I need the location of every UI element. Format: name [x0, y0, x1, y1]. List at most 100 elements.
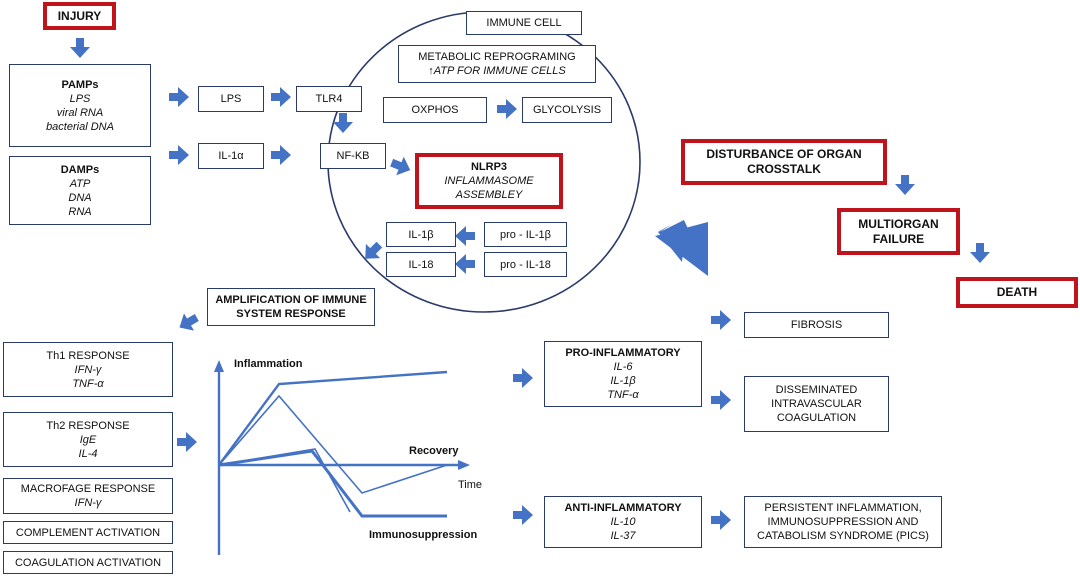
immune-cell-label: IMMUNE CELL	[486, 17, 562, 29]
oxphos-label: OXPHOS	[411, 104, 459, 116]
organ-crosstalk-line1: DISTURBANCE OF ORGAN	[706, 147, 862, 161]
glycolysis-box: GLYCOLYSIS	[522, 97, 612, 123]
arrow-pamps-lps	[169, 87, 189, 107]
pro-inflammatory-item: TNF-α	[607, 389, 639, 401]
anti-inflammatory-box: ANTI-INFLAMMATORY IL-10 IL-37	[544, 496, 702, 548]
nlrp3-line2: INFLAMMASOME	[444, 175, 534, 187]
tlr4-box: TLR4	[296, 86, 362, 112]
arrow-il-out	[358, 237, 387, 266]
pics-line3: CATABOLISM SYNDROME (PICS)	[757, 530, 929, 542]
lps-label: LPS	[220, 93, 242, 105]
fibrosis-label: FIBROSIS	[790, 319, 843, 331]
pics-box: PERSISTENT INFLAMMATION, IMMUNOSUPPRESSI…	[744, 496, 942, 548]
pamps-item: viral RNA	[56, 106, 104, 119]
metabolic-line1: METABOLIC REPROGRAMING	[418, 51, 576, 63]
multiorgan-box: MULTIORGAN FAILURE	[837, 208, 960, 255]
il1b-box: IL-1β	[386, 222, 456, 247]
nfkb-label: NF-KB	[336, 150, 370, 162]
arrow-injury-pamps	[70, 38, 90, 58]
metabolic-box: METABOLIC REPROGRAMING ↑ATP FOR IMMUNE C…	[398, 45, 596, 83]
nlrp3-box: NLRP3 INFLAMMASOME ASSEMBLEY	[415, 153, 563, 209]
il18-label: IL-18	[408, 258, 434, 271]
graph-x-axis-head	[458, 460, 470, 470]
pro-il18-label: pro - IL-18	[500, 258, 551, 271]
th1-item: IFN-γ	[74, 363, 102, 376]
arrow-multiorgan-death	[970, 243, 990, 263]
pro-inflammatory-title: PRO-INFLAMMATORY	[565, 347, 681, 359]
fibrosis-box: FIBROSIS	[744, 312, 889, 338]
graph-curve-persistent	[218, 370, 448, 466]
graph-label-inflammation: Inflammation	[234, 358, 303, 370]
arrow-damps-il1a	[169, 145, 189, 165]
damps-item: DNA	[68, 191, 92, 204]
arrow-oxphos-glycolysis	[497, 99, 517, 119]
graph-curve-immunosuppression-1	[218, 449, 447, 518]
metabolic-line2: ↑ATP FOR IMMUNE CELLS	[428, 65, 566, 77]
dic-line3: COAGULATION	[776, 412, 857, 424]
multiorgan-line2: FAILURE	[872, 231, 925, 246]
graph-label-immunosuppression: Immunosuppression	[369, 529, 478, 541]
coagulation-label: COAGULATION ACTIVATION	[14, 556, 162, 569]
arrow-pro-fibrosis	[711, 310, 731, 330]
death-box: DEATH	[956, 277, 1078, 308]
anti-inflammatory-title: ANTI-INFLAMMATORY	[564, 502, 682, 514]
arrow-organ-multiorgan	[895, 175, 915, 195]
organ-crosstalk-box: DISTURBANCE OF ORGAN CROSSTALK	[681, 139, 887, 185]
il1a-box: IL-1α	[198, 143, 264, 169]
damps-item: ATP	[69, 177, 91, 190]
macrophage-title: MACROFAGE RESPONSE	[20, 483, 156, 495]
complement-label: COMPLEMENT ACTIVATION	[15, 526, 161, 539]
il1a-label: IL-1α	[218, 150, 244, 162]
pro-inflammatory-item: IL-6	[613, 361, 633, 373]
amplification-line1: AMPLIFICATION OF IMMUNE	[215, 294, 367, 306]
arrow-anti-pics	[711, 510, 731, 530]
pics-line1: PERSISTENT INFLAMMATION,	[764, 502, 922, 514]
graph-label-recovery: Recovery	[409, 445, 459, 457]
th2-item: IL-4	[78, 447, 98, 460]
th1-item: TNF-α	[72, 377, 104, 390]
pro-il1b-box: pro - IL-1β	[484, 222, 567, 247]
arrow-graph-anti	[513, 505, 533, 525]
injury-box: INJURY	[43, 2, 116, 30]
anti-inflammatory-item: IL-37	[610, 530, 636, 542]
th2-box: Th2 RESPONSE IgE IL-4	[3, 412, 173, 467]
pro-inflammatory-box: PRO-INFLAMMATORY IL-6 IL-1β TNF-α	[544, 341, 702, 407]
lps-box: LPS	[198, 86, 264, 112]
pamps-box: PAMPs LPS viral RNA bacterial DNA	[9, 64, 151, 147]
il18-box: IL-18	[386, 252, 456, 277]
organ-crosstalk-line2: CROSSTALK	[747, 162, 821, 176]
damps-box: DAMPs ATP DNA RNA	[9, 156, 151, 225]
il1b-label: IL-1β	[408, 228, 434, 241]
multiorgan-line1: MULTIORGAN	[858, 216, 939, 231]
nfkb-box: NF-KB	[320, 143, 386, 169]
arrow-amplification-th1	[174, 308, 202, 337]
injury-label: INJURY	[57, 8, 102, 23]
pamps-item: LPS	[69, 92, 91, 105]
pro-il18-box: pro - IL-18	[484, 252, 567, 277]
arrow-lps-tlr4	[271, 87, 291, 107]
pics-line2: IMMUNOSUPPRESSION AND	[767, 516, 919, 528]
dic-box: DISSEMINATED INTRAVASCULAR COAGULATION	[744, 376, 889, 432]
graph-curve-recovery	[218, 394, 448, 494]
oxphos-box: OXPHOS	[383, 97, 487, 123]
graph-label-time: Time	[458, 479, 483, 491]
arrow-pro-il1b	[455, 226, 475, 246]
nlrp3-title: NLRP3	[470, 161, 508, 173]
macrophage-box: MACROFAGE RESPONSE IFN-γ	[3, 478, 173, 514]
tlr4-label: TLR4	[315, 93, 343, 105]
death-label: DEATH	[996, 285, 1038, 299]
arrow-pro-dic	[711, 390, 731, 410]
arrow-large-to-organ-head	[655, 222, 708, 276]
dic-line1: DISSEMINATED	[775, 384, 858, 396]
damps-item: RNA	[68, 205, 92, 218]
th2-item: IgE	[79, 433, 97, 446]
dic-line2: INTRAVASCULAR	[771, 398, 862, 410]
th2-title: Th2 RESPONSE	[46, 419, 130, 432]
arrow-nfkb-nlrp3	[387, 153, 414, 180]
glycolysis-label: GLYCOLYSIS	[532, 104, 602, 116]
graph-curve-immunosuppression-2	[218, 448, 351, 513]
arrow-il1a-nfkb	[271, 145, 291, 165]
pro-il1b-label: pro - IL-1β	[500, 228, 551, 241]
th1-box: Th1 RESPONSE IFN-γ TNF-α	[3, 342, 173, 397]
